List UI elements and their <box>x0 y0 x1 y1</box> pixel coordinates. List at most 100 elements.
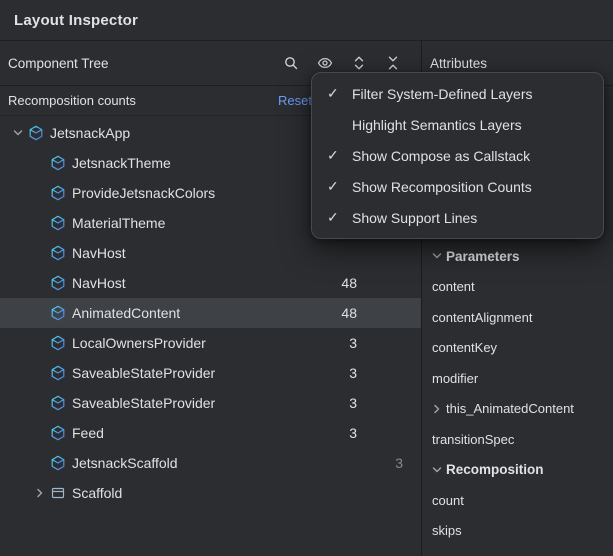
attr-row-transitionspec[interactable]: transitionSpec <box>422 424 613 455</box>
chevron-down-icon[interactable] <box>429 462 446 478</box>
chevron-right-icon[interactable] <box>429 401 446 417</box>
tree-row-scaffold[interactable]: Scaffold <box>0 478 421 508</box>
attr-row-this-animatedcontent[interactable]: this_AnimatedContent <box>422 394 613 425</box>
view-options-eye-icon[interactable] <box>315 53 335 73</box>
menu-item-show-recomposition-counts[interactable]: ✓ Show Recomposition Counts <box>312 171 603 202</box>
attr-row-content[interactable]: content <box>422 272 613 303</box>
tree-node-label: SaveableStateProvider <box>72 365 216 381</box>
menu-item-label: Highlight Semantics Layers <box>352 116 522 133</box>
tree-row-navhost[interactable]: NavHost <box>0 238 421 268</box>
compose-icon <box>50 305 66 321</box>
search-icon[interactable] <box>281 53 301 73</box>
compose-icon <box>50 245 66 261</box>
component-tree-toolbar <box>281 53 403 73</box>
tree-node-label: JetsnackApp <box>50 125 131 141</box>
tree-row-jetsnackscaffold[interactable]: JetsnackScaffold 3 <box>0 448 421 478</box>
recomposition-count: 3 <box>349 365 357 381</box>
tree-row-animatedcontent[interactable]: AnimatedContent 48 <box>0 298 421 328</box>
component-tree-header: Component Tree <box>0 41 421 86</box>
recomposition-count: 3 <box>349 335 357 351</box>
tree-row-jetsnackapp[interactable]: JetsnackApp <box>0 118 421 148</box>
compose-icon <box>50 425 66 441</box>
attr-label: Recomposition <box>446 462 544 478</box>
attr-row-skips[interactable]: skips <box>422 516 613 547</box>
compose-icon <box>50 215 66 231</box>
recomposition-count: 3 <box>349 395 357 411</box>
attr-row-contentalignment[interactable]: contentAlignment <box>422 302 613 333</box>
chevron-down-icon[interactable] <box>429 248 446 264</box>
collapse-all-icon[interactable] <box>383 53 403 73</box>
menu-item-label: Filter System-Defined Layers <box>352 85 533 102</box>
tree-node-label: Scaffold <box>72 485 123 501</box>
menu-item-filter-system-defined-layers[interactable]: ✓ Filter System-Defined Layers <box>312 78 603 109</box>
attr-row-count[interactable]: count <box>422 485 613 516</box>
menu-item-label: Show Compose as Callstack <box>352 147 531 164</box>
recomposition-count: 3 <box>349 425 357 441</box>
attr-label: transitionSpec <box>432 431 515 447</box>
attr-label: modifier <box>432 370 479 386</box>
compose-icon <box>50 335 66 351</box>
menu-item-label: Show Recomposition Counts <box>352 178 532 195</box>
recomposition-counts-bar: Recomposition counts Reset <box>0 86 421 116</box>
tree-row-feed[interactable]: Feed 3 <box>0 418 421 448</box>
window-title: Layout Inspector <box>14 11 139 29</box>
compose-icon <box>50 365 66 381</box>
checkmark-icon: ✓ <box>327 85 339 101</box>
menu-item-highlight-semantics-layers[interactable]: Highlight Semantics Layers <box>312 109 603 140</box>
tree-node-label: Feed <box>72 425 104 441</box>
attr-label: content <box>432 279 475 295</box>
attr-section-recomposition[interactable]: Recomposition <box>422 455 613 486</box>
chevron-right-icon[interactable] <box>30 485 50 501</box>
checkmark-icon: ✓ <box>327 209 339 225</box>
expand-all-icon[interactable] <box>349 53 369 73</box>
menu-item-show-compose-as-callstack[interactable]: ✓ Show Compose as Callstack <box>312 140 603 171</box>
attr-label: contentKey <box>432 340 498 356</box>
compose-icon <box>28 125 44 141</box>
recomposition-count-muted: 3 <box>395 455 403 471</box>
tree-node-label: JetsnackScaffold <box>72 455 178 471</box>
tree-row-localownersprovider[interactable]: LocalOwnersProvider 3 <box>0 328 421 358</box>
menu-item-show-support-lines[interactable]: ✓ Show Support Lines <box>312 202 603 233</box>
chevron-down-icon[interactable] <box>8 125 28 141</box>
tree-node-label: LocalOwnersProvider <box>72 335 206 351</box>
attributes-title: Attributes <box>430 55 488 71</box>
attr-label: contentAlignment <box>432 309 533 325</box>
tree-node-label: MaterialTheme <box>72 215 166 231</box>
tree-row-materialtheme[interactable]: MaterialTheme <box>0 208 421 238</box>
checkmark-icon: ✓ <box>327 147 339 163</box>
attr-label: Parameters <box>446 248 520 264</box>
tree-node-label: ProvideJetsnackColors <box>72 185 216 201</box>
compose-icon <box>50 455 66 471</box>
compose-icon <box>50 155 66 171</box>
recomposition-count: 48 <box>341 275 357 291</box>
tree-node-label: AnimatedContent <box>72 305 181 321</box>
attr-label: skips <box>432 523 462 539</box>
attr-label: count <box>432 492 464 508</box>
menu-item-label: Show Support Lines <box>352 209 478 226</box>
tree-row-saveablestateprovider[interactable]: SaveableStateProvider 3 <box>0 388 421 418</box>
attr-row-contentkey[interactable]: contentKey <box>422 333 613 364</box>
checkmark-icon: ✓ <box>327 178 339 194</box>
tree-node-label: SaveableStateProvider <box>72 395 216 411</box>
attributes-panel: Attributes Parameters content contentAlign… <box>422 41 613 556</box>
window-titlebar: Layout Inspector <box>0 0 613 41</box>
recomposition-counts-label: Recomposition counts <box>8 93 136 108</box>
tree-node-label: NavHost <box>72 275 126 291</box>
tree-row-saveablestateprovider[interactable]: SaveableStateProvider 3 <box>0 358 421 388</box>
compose-icon <box>50 395 66 411</box>
tree-row-providejetsnackcolors[interactable]: ProvideJetsnackColors <box>0 178 421 208</box>
compose-icon <box>50 275 66 291</box>
tree-row-navhost[interactable]: NavHost 48 <box>0 268 421 298</box>
tree-node-label: JetsnackTheme <box>72 155 171 171</box>
component-tree-panel: Component Tree Recomposition counts Rese… <box>0 41 422 556</box>
attr-row-modifier[interactable]: modifier <box>422 363 613 394</box>
attr-section-parameters[interactable]: Parameters <box>422 241 613 272</box>
reset-counts-link[interactable]: Reset <box>278 93 312 108</box>
tree-row-jetsnacktheme[interactable]: JetsnackTheme <box>0 148 421 178</box>
compose-icon <box>50 185 66 201</box>
recomposition-count: 48 <box>341 305 357 321</box>
attr-label: this_AnimatedContent <box>446 401 574 417</box>
